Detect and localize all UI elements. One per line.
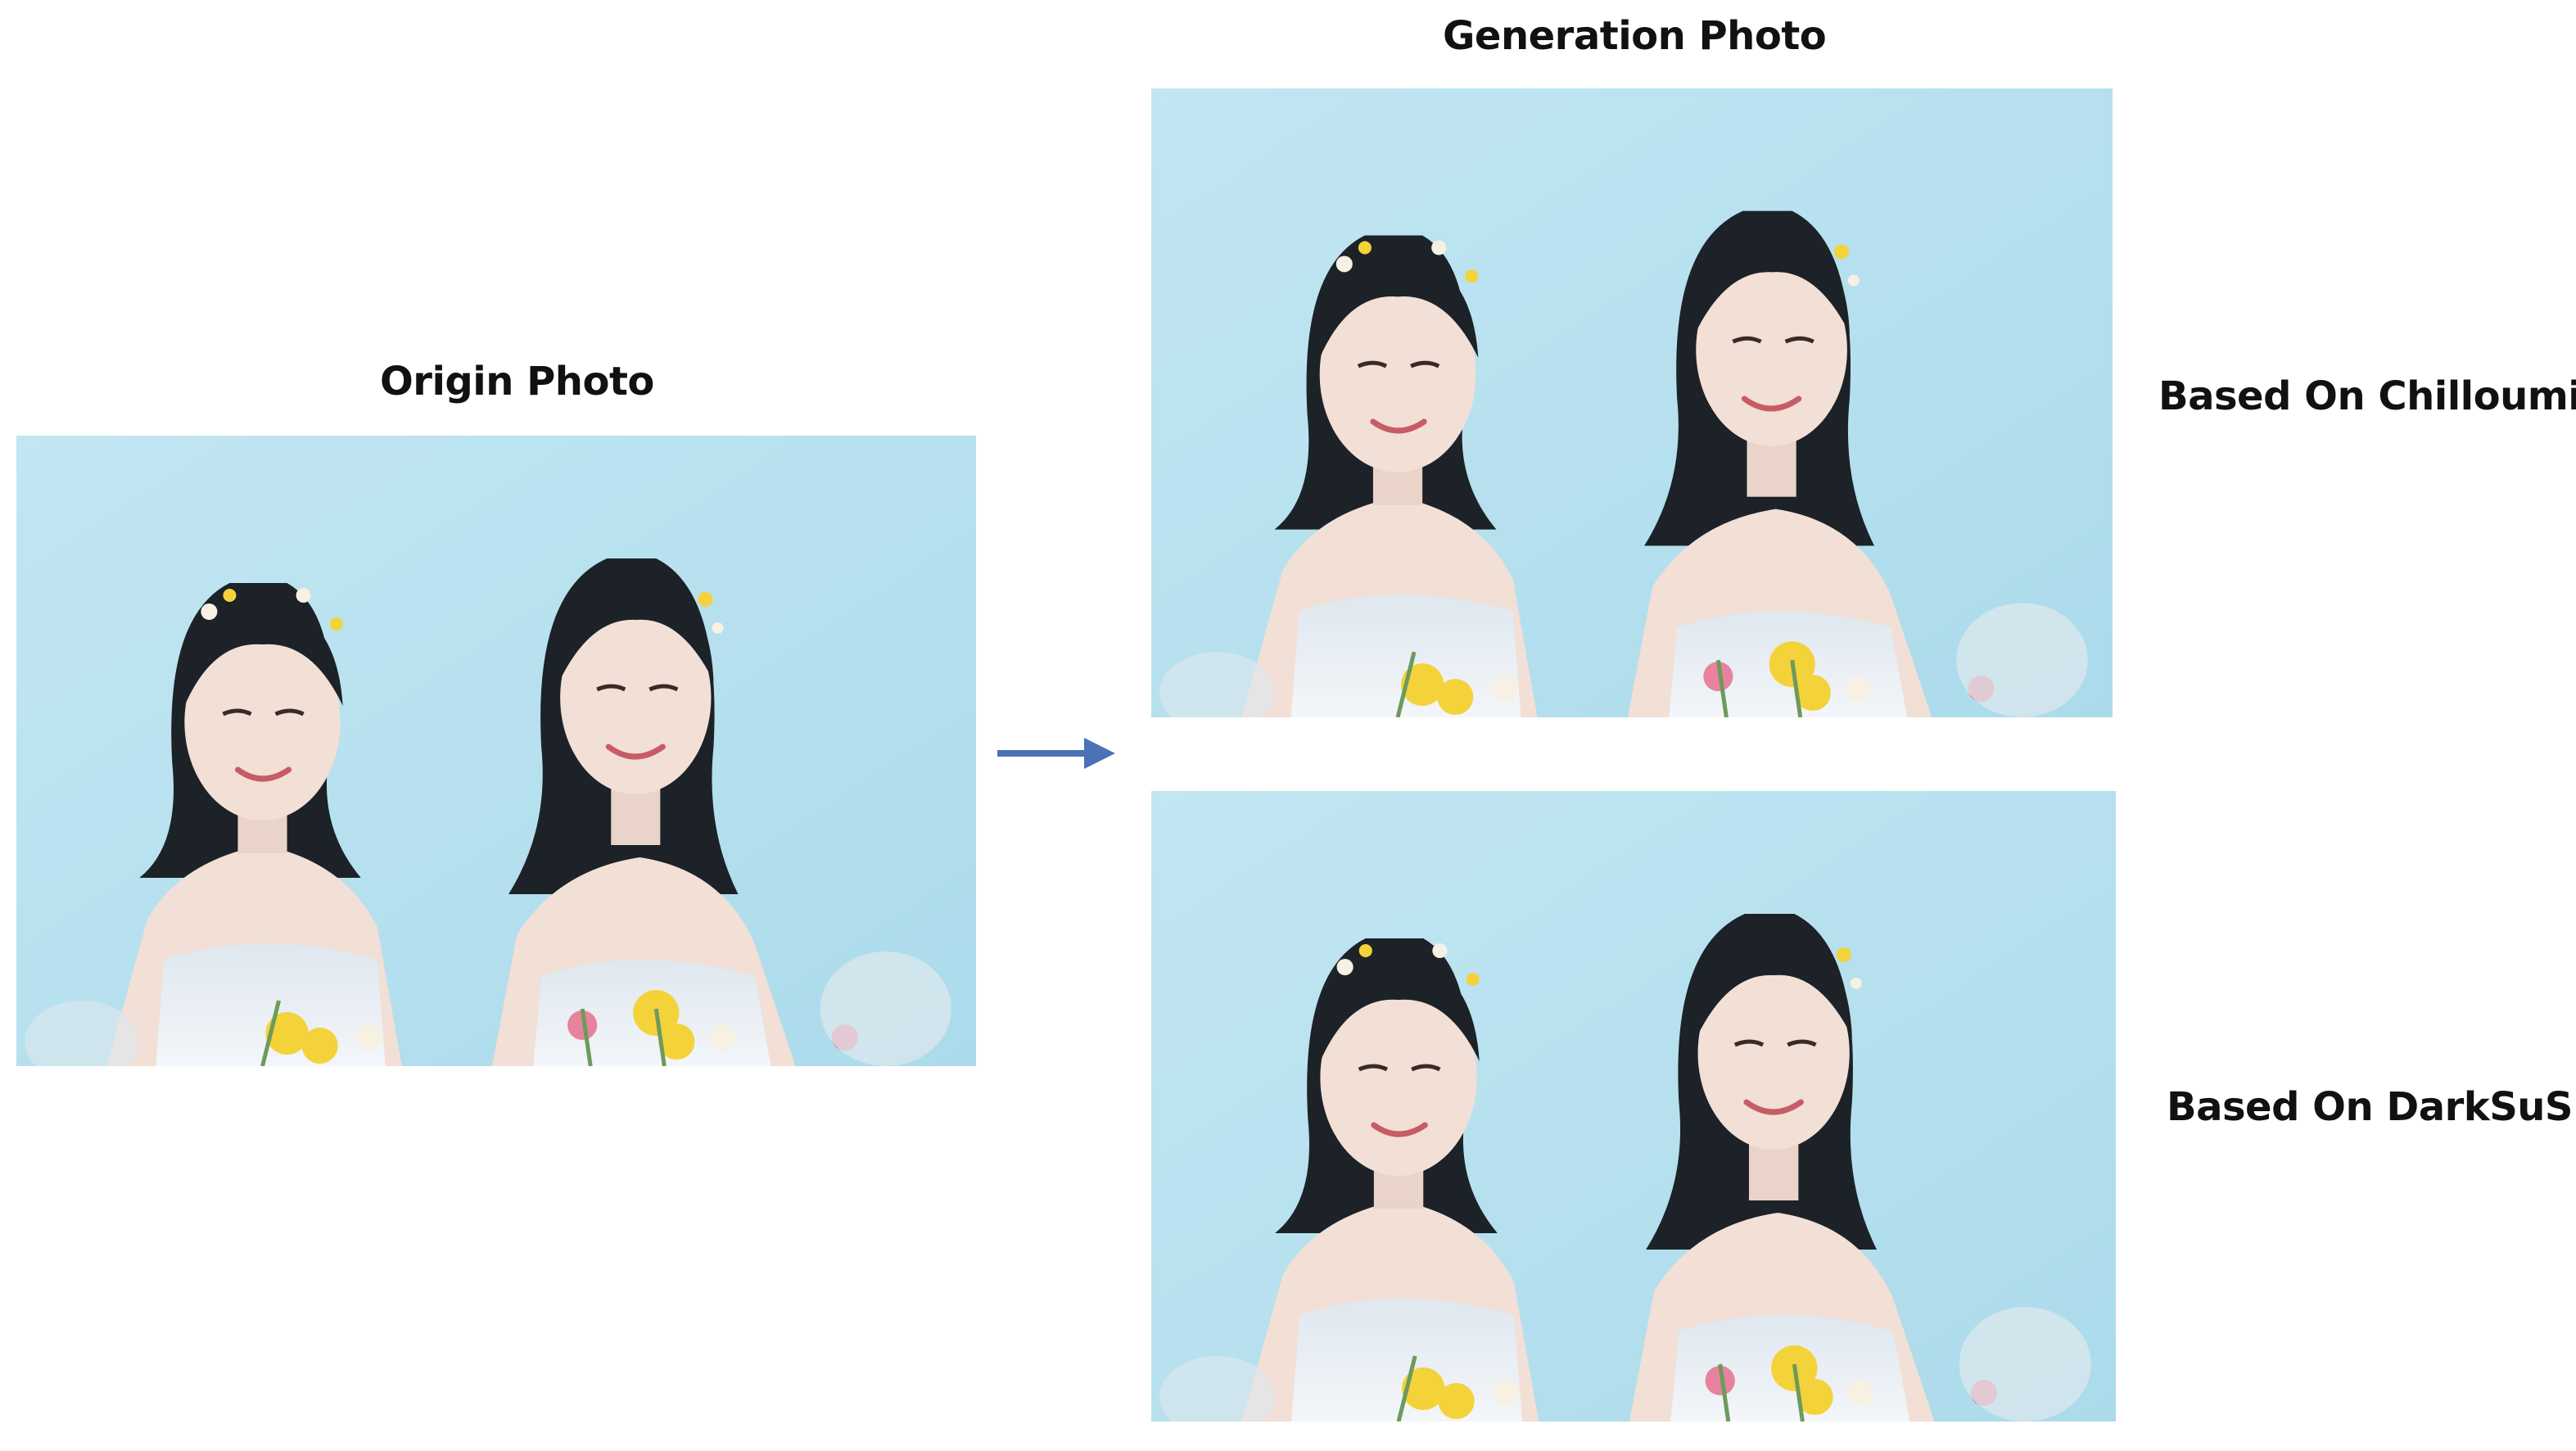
origin-photo [16, 436, 976, 1066]
generated-photo-chilloumix [1151, 88, 2113, 717]
origin-photo-title: Origin Photo [380, 359, 654, 405]
model-label-darksushi: Based On DarkSuShi [2167, 1084, 2576, 1130]
model-label-chilloumix: Based On Chilloumix [2158, 373, 2576, 419]
generation-photo-title: Generation Photo [1443, 13, 1827, 59]
arrow-right-icon [997, 738, 1115, 769]
generated-photo-darksushi [1151, 791, 2116, 1422]
